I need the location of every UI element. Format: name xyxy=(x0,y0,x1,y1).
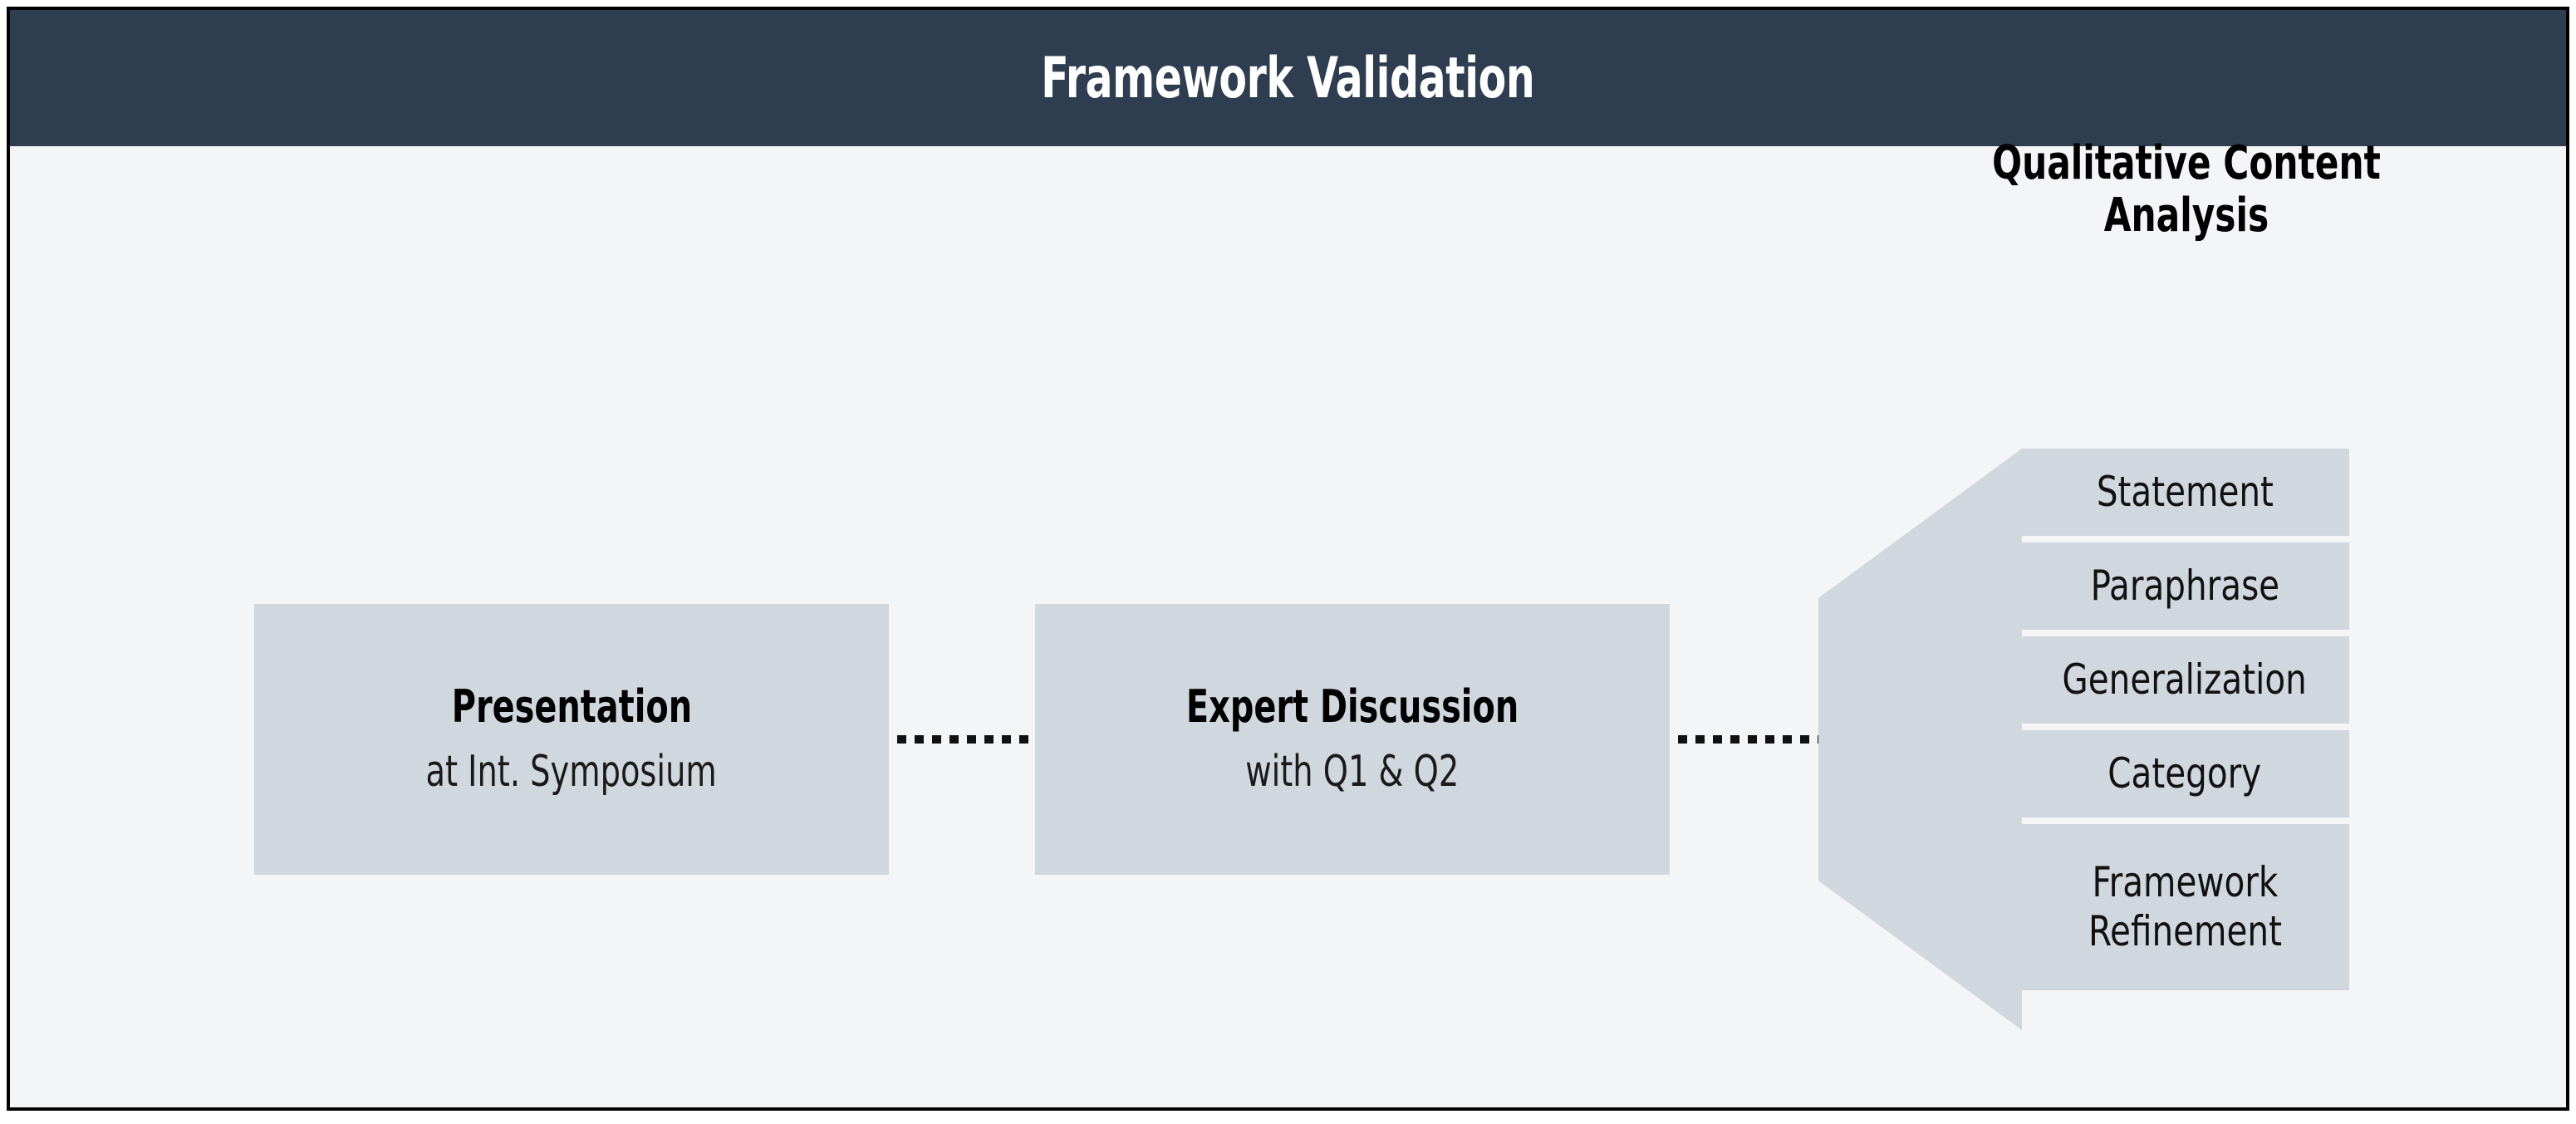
left-arrow-icon xyxy=(1818,449,2022,1030)
figure-header-bar: Framework Validation xyxy=(10,10,2566,146)
qca-step-framework-refinement[interactable]: Framework Refinement xyxy=(2020,824,2349,990)
figure-title: Framework Validation xyxy=(1041,45,1535,111)
qca-step-category-label: Category xyxy=(2107,749,2262,798)
qca-step-generalization-label: Generalization xyxy=(2062,655,2308,704)
qca-heading-line-2: Analysis xyxy=(2103,188,2269,243)
process-box-presentation[interactable]: Presentation at Int. Symposium xyxy=(254,604,889,875)
qca-step-generalization[interactable]: Generalization xyxy=(2020,636,2349,724)
framework-validation-figure: Framework Validation Presentation at Int… xyxy=(7,7,2569,1111)
qca-heading-line-1: Qualitative Content xyxy=(1992,136,2381,190)
process-box-expert-discussion[interactable]: Expert Discussion with Q1 & Q2 xyxy=(1035,604,1670,875)
qca-step-paraphrase-label: Paraphrase xyxy=(2090,562,2279,610)
qca-step-list: Statement Paraphrase Generalization Cate… xyxy=(2020,449,2349,990)
qca-step-paraphrase[interactable]: Paraphrase xyxy=(2020,542,2349,630)
process-box-expert-discussion-title: Expert Discussion xyxy=(1185,680,1519,734)
dotted-connector-presentation-to-discussion xyxy=(897,735,1028,744)
diagram-canvas: Presentation at Int. Symposium Expert Di… xyxy=(10,137,2566,1107)
process-box-presentation-title: Presentation xyxy=(451,680,692,734)
process-box-expert-discussion-subtitle: with Q1 & Q2 xyxy=(1245,747,1460,798)
qca-step-statement-label: Statement xyxy=(2096,468,2274,516)
qca-step-statement[interactable]: Statement xyxy=(2020,449,2349,536)
dotted-connector-discussion-to-analysis xyxy=(1678,735,1821,744)
process-box-presentation-subtitle: at Int. Symposium xyxy=(425,747,718,798)
qca-step-category[interactable]: Category xyxy=(2020,730,2349,817)
qca-step-framework-refinement-label: Framework Refinement xyxy=(2088,858,2282,955)
qualitative-content-analysis-heading: Qualitative Content Analysis xyxy=(1854,136,2519,243)
